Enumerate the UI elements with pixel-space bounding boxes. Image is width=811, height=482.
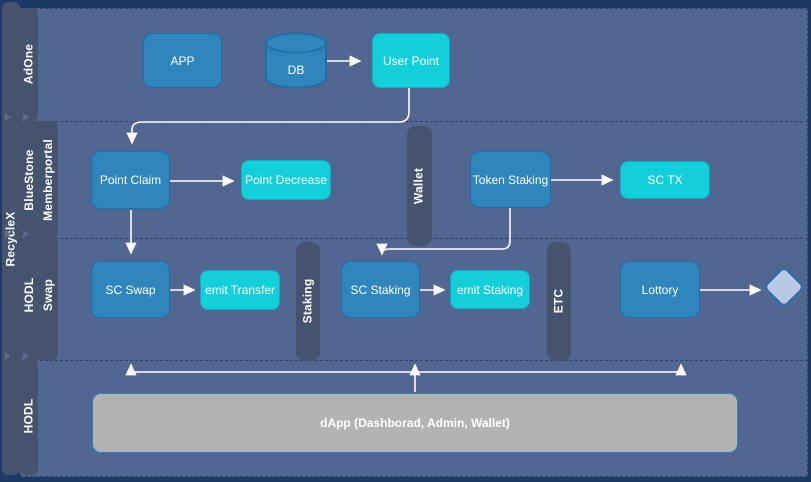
- node-user-point[interactable]: User Point: [372, 33, 450, 88]
- divider-etc-label: ETC: [551, 288, 566, 314]
- lane-hodl-swap-line1: HODL: [22, 277, 36, 313]
- lane-separator-3: [20, 360, 808, 361]
- node-point-claim[interactable]: Point Claim: [91, 151, 170, 209]
- chevron-collapse-icon[interactable]: [5, 113, 11, 121]
- node-sc-tx-label: SC TX: [647, 173, 683, 187]
- node-token-staking[interactable]: Token Staking: [470, 151, 551, 208]
- node-app-label: APP: [170, 53, 195, 68]
- node-user-point-label: User Point: [382, 53, 440, 68]
- divider-staking-label: Staking: [300, 278, 315, 324]
- lane-hodl-label-bar[interactable]: [20, 360, 38, 475]
- node-point-decrease[interactable]: Point Decrease: [241, 160, 331, 200]
- divider-wallet-label: Wallet: [411, 167, 426, 205]
- divider-etc-bar[interactable]: [547, 242, 571, 361]
- lane-adone-label: AdOne: [21, 43, 36, 85]
- node-dapp-label: dApp (Dashborad, Admin, Wallet): [320, 416, 510, 430]
- database-icon: [265, 32, 327, 89]
- node-emit-staking[interactable]: emit Staking: [450, 270, 530, 309]
- lane-bluestone-line1: BlueStone: [22, 149, 36, 211]
- divider-staking-bar[interactable]: [296, 242, 320, 361]
- node-emit-transfer-label: emit Transfer: [204, 283, 276, 297]
- lane-bluestone-memberportal-label-bar[interactable]: [20, 121, 58, 238]
- node-point-claim-label: Point Claim: [99, 173, 162, 187]
- node-emit-transfer[interactable]: emit Transfer: [200, 270, 280, 310]
- node-sc-staking[interactable]: SC Staking: [341, 261, 420, 318]
- node-lottory[interactable]: Lottory: [620, 261, 700, 318]
- chevron-collapse-icon[interactable]: [23, 230, 29, 238]
- node-db-label: DB: [287, 63, 305, 77]
- chevron-collapse-icon[interactable]: [5, 230, 11, 238]
- node-sc-swap-label: SC Swap: [105, 282, 156, 297]
- lane-hodl-swap-label: HODL Swap: [20, 278, 58, 313]
- chevron-collapse-icon[interactable]: [5, 352, 11, 360]
- lane-bluestone-line2: Memberportal: [41, 139, 55, 221]
- lane-hodl-swap-label-bar[interactable]: [20, 238, 58, 360]
- node-token-staking-label: Token Staking: [472, 172, 549, 187]
- node-sc-swap[interactable]: SC Swap: [91, 261, 170, 318]
- lane-bluestone-memberportal-label: BlueStone Memberportal: [20, 139, 58, 221]
- node-emit-staking-label: emit Staking: [456, 282, 524, 297]
- node-app[interactable]: APP: [143, 33, 222, 88]
- node-db-cylinder[interactable]: DB: [265, 32, 327, 90]
- node-sc-tx[interactable]: SC TX: [620, 161, 710, 199]
- node-sc-staking-label: SC Staking: [350, 282, 411, 297]
- lane-hodl-swap-line2: Swap: [41, 278, 55, 312]
- node-lottory-label: Lottory: [641, 282, 679, 297]
- node-dapp[interactable]: dApp (Dashborad, Admin, Wallet): [92, 393, 738, 453]
- lane-hodl-label: HODL: [21, 398, 36, 434]
- lane-separator-1: [20, 121, 808, 122]
- chevron-collapse-icon[interactable]: [23, 352, 29, 360]
- node-point-decrease-label: Point Decrease: [244, 173, 328, 187]
- lane-adone-label-bar[interactable]: [20, 8, 38, 121]
- pool-recyclex-label: RecycleX: [3, 211, 18, 267]
- chevron-collapse-icon[interactable]: [23, 113, 29, 121]
